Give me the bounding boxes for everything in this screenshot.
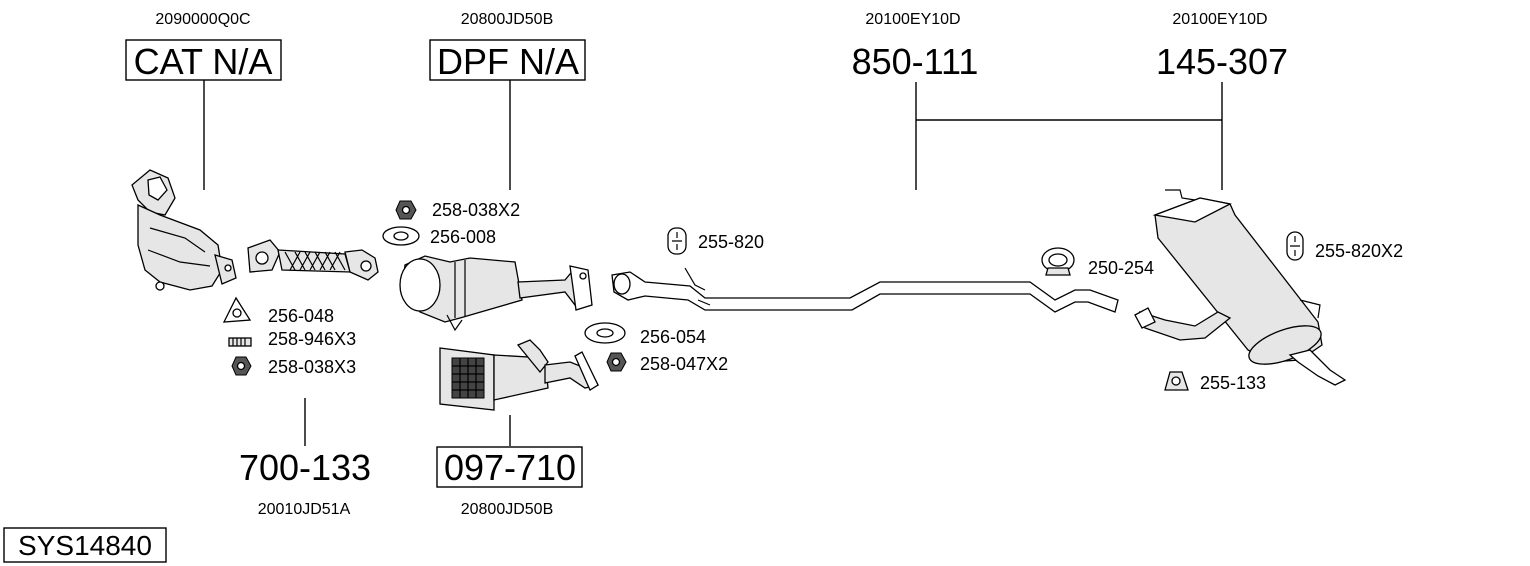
nut-258-038X3[interactable] — [231, 356, 252, 376]
rubber-mount-255-820X2[interactable] — [1286, 231, 1304, 261]
gasket-256-048[interactable] — [222, 296, 252, 323]
front-pipe-drawing[interactable] — [247, 239, 379, 281]
rear-muffler-drawing[interactable] — [1134, 189, 1347, 386]
accessory-label-256-008: 256-008 — [430, 227, 496, 247]
oe-number-dpf-lower: 20800JD50B — [461, 501, 554, 518]
nut-258-047X2[interactable] — [606, 352, 627, 372]
oe-number-cat: 2090000Q0C — [155, 11, 250, 28]
accessory-label-255-820: 255-820 — [698, 232, 764, 252]
rubber-hanger-255-133[interactable] — [1164, 371, 1189, 391]
nut-258-038X2[interactable] — [395, 200, 417, 220]
accessory-label-255-820X2: 255-820X2 — [1315, 241, 1403, 261]
oe-number-rear-muffler: 20100EY10D — [1172, 11, 1267, 28]
dpf-lower-label-box — [436, 446, 583, 488]
accessory-label-258-047X2: 258-047X2 — [640, 354, 728, 374]
gasket-256-008[interactable] — [382, 226, 420, 246]
oe-number-dpf: 20800JD50B — [461, 11, 554, 28]
catalytic-converter-drawing[interactable] — [131, 169, 237, 291]
oe-number-middle-pipe: 20100EY10D — [865, 11, 960, 28]
dpf-lower-drawing[interactable] — [439, 339, 599, 411]
stud-bolt-258-946[interactable] — [228, 337, 252, 347]
middle-pipe-drawing[interactable] — [611, 267, 1119, 313]
dpf-drawing[interactable] — [399, 255, 593, 332]
dpf-top-accessories — [382, 200, 420, 246]
dpf-label[interactable]: DPF N/A — [437, 41, 579, 82]
accessory-label-258-038X3: 258-038X3 — [268, 357, 356, 377]
clamp-250-254[interactable] — [1041, 247, 1075, 276]
accessory-label-250-254: 250-254 — [1088, 258, 1154, 278]
rubber-mount-255-820[interactable] — [667, 227, 687, 255]
rear-muffler-part-number[interactable]: 145-307 — [1156, 41, 1288, 82]
front-pipe-part-number[interactable]: 700-133 — [239, 447, 371, 488]
gasket-256-054[interactable] — [584, 322, 626, 344]
system-code-box — [3, 527, 167, 563]
cat-label[interactable]: CAT N/A — [134, 41, 273, 82]
accessory-label-256-054: 256-054 — [640, 327, 706, 347]
dpf-lower-part-number[interactable]: 097-710 — [444, 447, 576, 488]
accessory-label-258-038X2: 258-038X2 — [432, 200, 520, 220]
middle-pipe-part-number[interactable]: 850-111 — [852, 41, 979, 82]
system-code: SYS14840 — [18, 530, 152, 561]
dpf-label-box — [429, 39, 586, 81]
oe-number-front-pipe: 20010JD51A — [258, 501, 351, 518]
cat-label-box — [125, 39, 282, 81]
accessory-label-255-133: 255-133 — [1200, 373, 1266, 393]
accessory-label-258-946X3: 258-946X3 — [268, 329, 356, 349]
accessory-label-256-048: 256-048 — [268, 306, 334, 326]
